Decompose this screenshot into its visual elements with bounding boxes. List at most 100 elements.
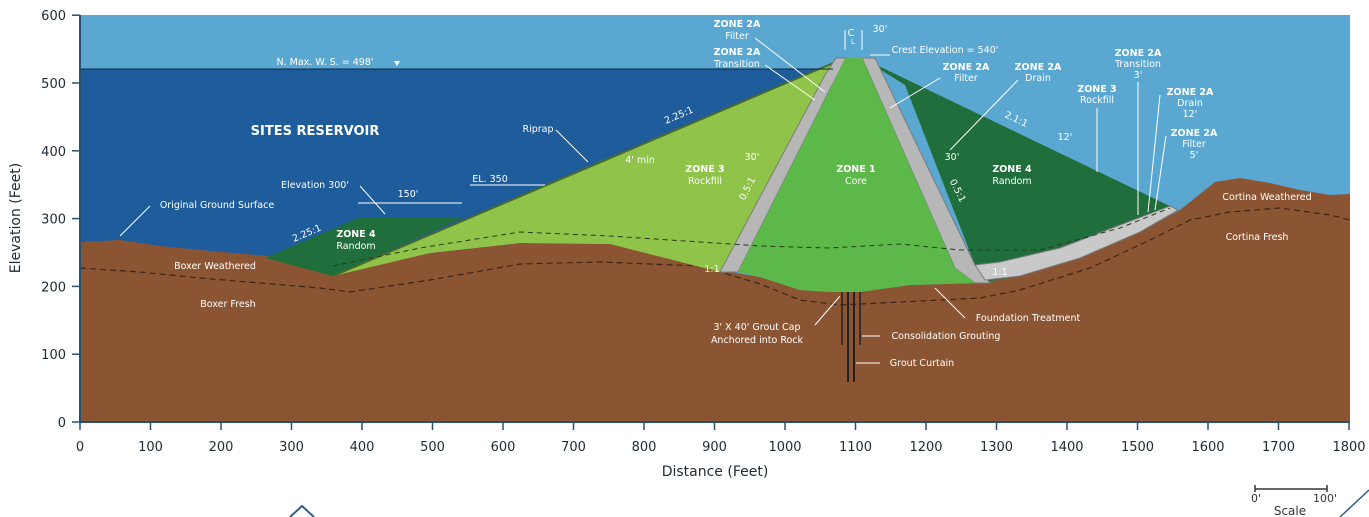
filter-width-right-label: 30' xyxy=(945,152,960,163)
downstream-drain-layer xyxy=(974,205,1180,281)
centerline-mark: C xyxy=(848,28,855,39)
elevation300-leader xyxy=(359,185,386,215)
zone4-left-sub: Random xyxy=(336,241,375,252)
x-tick-label: 1300 xyxy=(980,440,1013,455)
filter-width-left-label: 30' xyxy=(745,152,760,163)
max-water-surface-label: N. Max. W. S. = 498' xyxy=(277,57,374,68)
x-tick-label: 1400 xyxy=(1050,440,1083,455)
y-tick-label: 300 xyxy=(41,213,66,228)
x-tick-label: 1600 xyxy=(1191,440,1224,455)
leader-filter-far xyxy=(1154,135,1167,211)
zone4-left-title: ZONE 4 xyxy=(336,229,376,240)
zone2a-filter-top-sub: Filter xyxy=(725,31,749,42)
zone2a-transition-far-title: ZONE 2A xyxy=(1115,48,1162,59)
zone4-left-berm xyxy=(265,218,462,276)
weathered-boundary xyxy=(79,207,1351,306)
zone1-title: ZONE 1 xyxy=(836,164,875,175)
x-tick-label: 500 xyxy=(420,440,445,455)
x-tick-label: 100 xyxy=(138,440,163,455)
zone2a-filter-far-title: ZONE 2A xyxy=(1171,128,1218,139)
x-tick-label: 1800 xyxy=(1332,440,1365,455)
crest-width-label: 30' xyxy=(873,24,888,35)
grout-curtain-label: Grout Curtain xyxy=(890,358,954,369)
base-slope-right-label: 1:1 xyxy=(992,267,1007,278)
elevation300-label: Elevation 300' xyxy=(281,180,349,191)
zone2a-drain-far-title: ZONE 2A xyxy=(1167,87,1214,98)
x-tick-label: 300 xyxy=(279,440,304,455)
el350-label: EL. 350 xyxy=(472,174,507,185)
reservoir-name: SITES RESERVOIR xyxy=(251,124,380,139)
zone2a-filter-right-title: ZONE 2A xyxy=(943,62,990,73)
drain-thickness-label: 12' xyxy=(1058,132,1073,143)
scale-zero-label: 0' xyxy=(1251,492,1261,505)
base-slope-left-label: 1:1 xyxy=(704,264,719,275)
grout-cap-label-1: 3' X 40' Grout Cap xyxy=(713,322,800,333)
x-tick-label: 800 xyxy=(632,440,657,455)
y-tick-label: 600 xyxy=(41,9,66,24)
consolidation-grouting-label: Consolidation Grouting xyxy=(892,331,1001,342)
scale-hundred-label: 100' xyxy=(1313,492,1337,505)
riprap-label: Riprap xyxy=(522,124,553,135)
scale-title: Scale xyxy=(1274,504,1306,517)
zone1-sub: Core xyxy=(845,176,867,187)
zone2a-transition-top-sub: Transition xyxy=(713,59,760,70)
x-tick-label: 1200 xyxy=(909,440,942,455)
decorative-corner-mark-right xyxy=(1339,489,1369,517)
original-ground-label: Original Ground Surface xyxy=(160,200,275,211)
y-tick-label: 0 xyxy=(58,416,66,431)
foundation-ground xyxy=(80,178,1350,422)
x-tick-label: 1100 xyxy=(839,440,872,455)
centerline-sub: L xyxy=(851,38,855,46)
x-axis-label: Distance (Feet) xyxy=(662,464,769,480)
x-tick-label: 1700 xyxy=(1262,440,1295,455)
y-tick-label: 200 xyxy=(41,280,66,295)
berm-width-label: 150' xyxy=(398,189,419,200)
foundation-treatment-leader xyxy=(934,287,966,319)
x-tick-label: 1500 xyxy=(1121,440,1154,455)
zone3-rockfill-right-title: ZONE 3 xyxy=(1077,84,1116,95)
leader-filter-right xyxy=(889,77,941,109)
riprap-leader xyxy=(555,129,589,163)
decorative-corner-mark-left xyxy=(289,504,315,517)
zone4-right-title: ZONE 4 xyxy=(992,164,1032,175)
y-axis-label: Elevation (Feet) xyxy=(8,163,24,273)
y-tick-label: 100 xyxy=(41,348,66,363)
zone2a-drain-right-sub: Drain xyxy=(1025,73,1051,84)
leader-drain-right xyxy=(949,79,1019,151)
foundation-treatment-label: Foundation Treatment xyxy=(976,313,1081,324)
zone2a-transition-far-thk: 3' xyxy=(1134,70,1143,81)
y-tick-label: 400 xyxy=(41,145,66,160)
x-tick-label: 200 xyxy=(209,440,234,455)
grout-cap-leader xyxy=(814,295,841,326)
zone4-right-sub: Random xyxy=(992,176,1031,187)
boxer-weathered-label: Boxer Weathered xyxy=(174,261,256,272)
zone2a-drain-far-sub: Drain xyxy=(1177,98,1203,109)
x-tick-label: 600 xyxy=(491,440,516,455)
boxer-fresh-label: Boxer Fresh xyxy=(200,299,255,310)
x-tick-label: 1000 xyxy=(768,440,801,455)
zone2a-drain-right-title: ZONE 2A xyxy=(1015,62,1062,73)
zone2a-drain-far-thk: 12' xyxy=(1183,109,1198,120)
crest-elevation-label: Crest Elevation = 540' xyxy=(892,45,999,56)
grout-cap-label-2: Anchored into Rock xyxy=(711,335,804,346)
riprap-thickness-label: 4' min xyxy=(625,155,655,166)
zone1-core xyxy=(738,58,975,292)
zone3-left-title: ZONE 3 xyxy=(685,164,724,175)
zone2a-transition-far-sub: Transition xyxy=(1114,59,1161,70)
cortina-weathered-label: Cortina Weathered xyxy=(1222,192,1311,203)
leader-drain-far xyxy=(1147,94,1161,213)
zone2a-filter-far-thk: 5' xyxy=(1190,150,1199,161)
x-tick-label: 900 xyxy=(702,440,727,455)
x-tick-label: 700 xyxy=(561,440,586,455)
zone4-downstream-random xyxy=(862,58,1178,283)
zone3-left-sub: Rockfill xyxy=(688,176,722,187)
zone2a-filter-top-title: ZONE 2A xyxy=(714,19,761,30)
cortina-fresh-label: Cortina Fresh xyxy=(1226,232,1289,243)
riprap-line xyxy=(332,57,846,277)
zone2a-filter-right-sub: Filter xyxy=(954,73,978,84)
x-tick-label: 400 xyxy=(350,440,375,455)
reservoir-water xyxy=(80,69,833,276)
